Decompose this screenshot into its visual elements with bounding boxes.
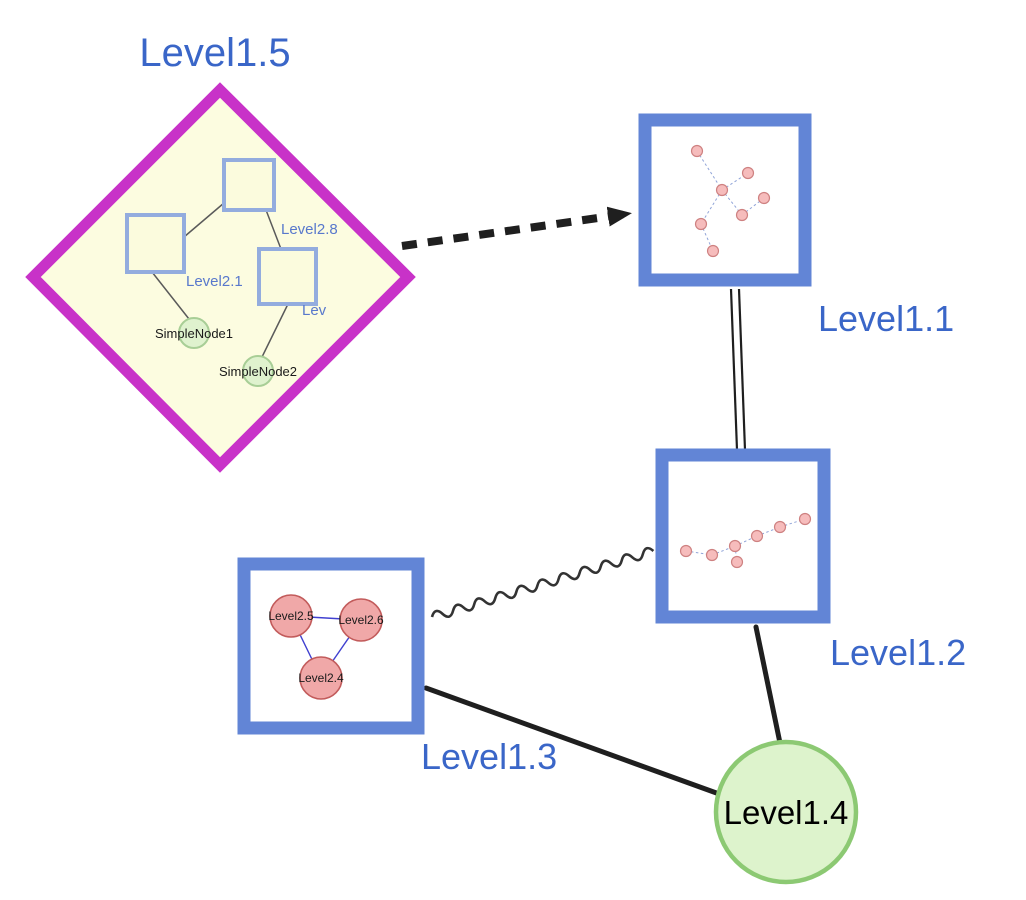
- node-lev-square[interactable]: [257, 247, 318, 306]
- mini-node: [730, 555, 744, 569]
- level11-subgraph: [690, 144, 771, 258]
- mini-node: [706, 244, 720, 258]
- mini-node: [705, 548, 719, 562]
- node-level14-circle[interactable]: [713, 739, 859, 885]
- mini-node: [757, 191, 771, 205]
- node-lev-label: Lev: [302, 302, 327, 319]
- mini-node: [694, 217, 708, 231]
- mini-node: [735, 208, 749, 222]
- mini-node: [773, 520, 787, 534]
- node-level25-label: Level2.5: [268, 609, 314, 623]
- node-level28-square[interactable]: [222, 158, 276, 212]
- node-level12-square[interactable]: [655, 448, 831, 624]
- node-level24-circle[interactable]: [299, 656, 343, 700]
- edge-level12-level14[interactable]: [753, 624, 783, 746]
- mini-node: [679, 544, 693, 558]
- node-level21-label: Level2.1: [186, 273, 243, 290]
- node-level26-circle[interactable]: [339, 598, 383, 642]
- node-level24-label: Level2.4: [298, 671, 344, 685]
- node-simplenode2-label: SimpleNode2: [219, 364, 297, 379]
- node-level21-square[interactable]: [125, 213, 186, 274]
- edge-level15-level11[interactable]: [401, 206, 632, 250]
- level12-subgraph: [679, 512, 812, 569]
- mini-node: [741, 166, 755, 180]
- mini-node: [798, 512, 812, 526]
- node-simplenode2[interactable]: [242, 355, 274, 387]
- node-simplenode1[interactable]: [178, 317, 210, 349]
- mini-node: [690, 144, 704, 158]
- node-level13-label: Level1.3: [421, 736, 557, 777]
- node-level11-group: Level1.1: [638, 113, 954, 339]
- level15-inner-edges: [151, 202, 289, 358]
- node-level11-square[interactable]: [638, 113, 812, 287]
- edge-level12-level13[interactable]: [430, 546, 655, 622]
- node-level13-square[interactable]: [237, 557, 425, 735]
- node-level12-label: Level1.2: [830, 632, 966, 673]
- mini-node: [728, 539, 742, 553]
- node-simplenode1-label: SimpleNode1: [155, 326, 233, 341]
- node-level28-label: Level2.8: [281, 221, 338, 238]
- node-level14-label: Level1.4: [724, 794, 849, 831]
- node-level15-group: Level1.5 Level2.8 Level2.1 Lev SimpleNod…: [25, 31, 416, 473]
- node-level13-group: Level2.5 Level2.6 Level2.4 Level1.3: [237, 557, 557, 777]
- node-level25-circle[interactable]: [269, 594, 313, 638]
- edge-level13-level14[interactable]: [423, 685, 725, 798]
- edge-level11-level12[interactable]: [729, 288, 747, 451]
- node-level14-group: Level1.4: [713, 739, 859, 885]
- node-level15-label: Level1.5: [139, 31, 290, 75]
- mini-node: [715, 183, 729, 197]
- node-level11-label: Level1.1: [818, 298, 954, 339]
- node-level12-group: Level1.2: [655, 448, 966, 673]
- node-level15-diamond[interactable]: [25, 82, 416, 473]
- node-level26-label: Level2.6: [338, 613, 384, 627]
- mini-node: [750, 529, 764, 543]
